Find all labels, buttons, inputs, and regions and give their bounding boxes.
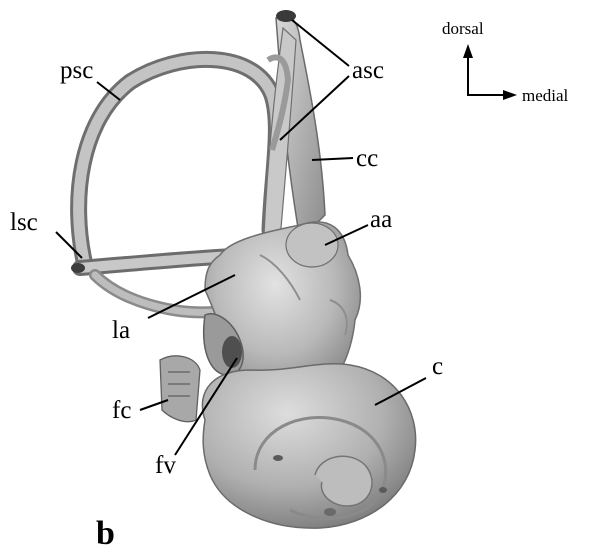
label-psc: psc xyxy=(60,58,93,83)
orientation-dorsal-label: dorsal xyxy=(442,20,484,37)
label-asc: asc xyxy=(352,58,384,83)
label-lsc: lsc xyxy=(10,210,38,235)
medial-arrowhead-icon xyxy=(503,90,517,100)
anterior-canal-common-crus xyxy=(264,10,325,240)
orientation-medial-label: medial xyxy=(522,87,568,104)
label-aa: aa xyxy=(370,207,392,232)
label-fv: fv xyxy=(155,453,176,478)
label-la: la xyxy=(112,318,130,343)
cochlea xyxy=(202,364,415,528)
label-cc: cc xyxy=(356,146,378,171)
label-fc: fc xyxy=(112,398,131,423)
label-c: c xyxy=(432,354,443,379)
orientation-indicator xyxy=(463,44,517,100)
dorsal-arrowhead-icon xyxy=(463,44,473,58)
panel-letter: b xyxy=(96,517,115,551)
